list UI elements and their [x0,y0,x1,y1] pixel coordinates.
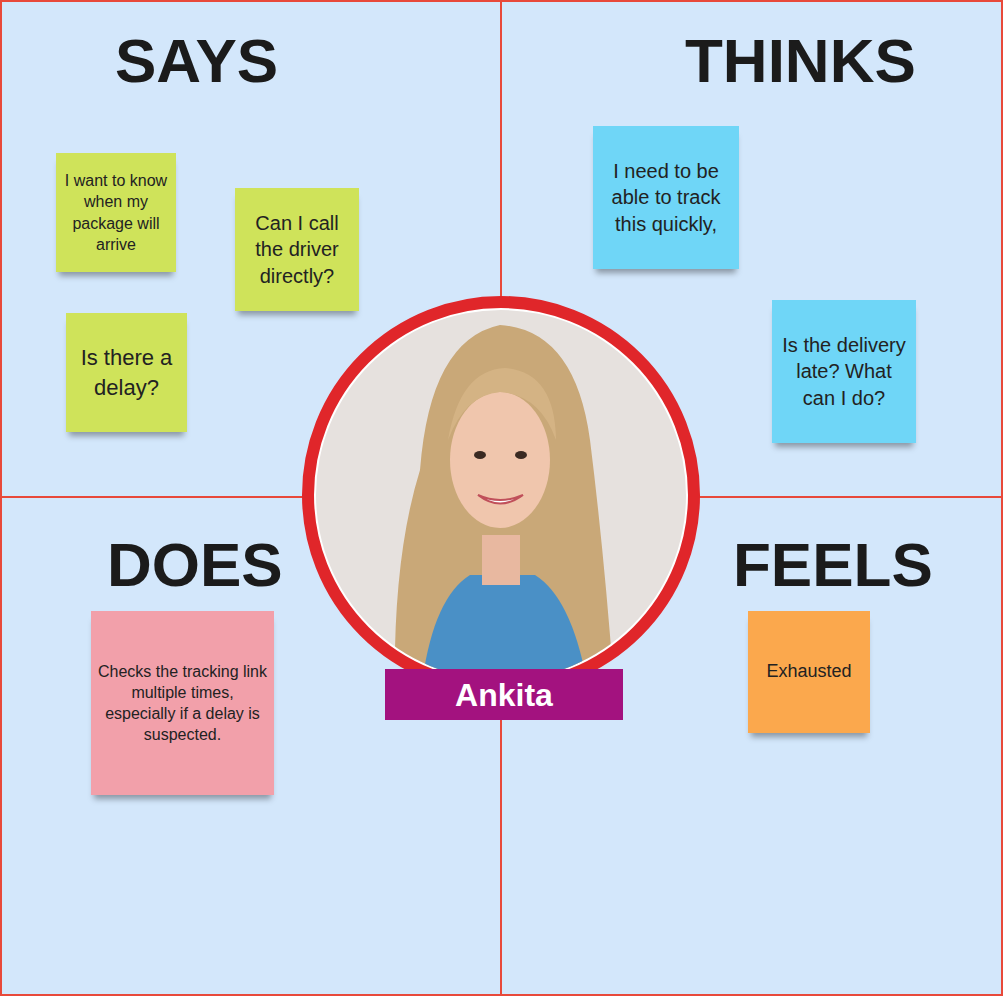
map-quadrant: THINKS I need to be able to track this qu… [501,0,1003,497]
quadrant-heading: SAYS [115,30,278,92]
portrait-photo [300,300,702,700]
note-text: Checks the tracking link multiple times,… [98,661,267,745]
note-text: Exhausted [766,660,851,684]
quadrant-heading: FEELS [733,534,933,596]
note-text: Is the delivery late? What can I do? [779,332,909,411]
sticky-note: Can I call the driver directly? [235,188,359,311]
map-quadrant: SAYS I want to know when my package will … [0,0,501,497]
note-text: Is there a delay? [73,343,180,401]
sticky-note: Exhausted [748,611,870,733]
quadrant-heading: DOES [107,534,283,596]
sticky-note: Is the delivery late? What can I do? [772,300,916,443]
note-text: I need to be able to track this quickly, [600,158,732,237]
note-text: Can I call the driver directly? [242,210,352,289]
name-badge: Ankita [385,669,623,720]
sticky-note: I want to know when my package will arri… [56,153,176,272]
person-name: Ankita [455,679,553,711]
note-text: I want to know when my package will arri… [63,170,169,254]
map-quadrant: FEELS Exhausted [501,497,1003,996]
quadrant-heading: THINKS [685,30,916,92]
sticky-note: I need to be able to track this quickly, [593,126,739,269]
sticky-note: Is there a delay? [66,313,187,432]
map-quadrant: DOES Checks the tracking link multiple ti… [0,497,501,996]
sticky-note: Checks the tracking link multiple times,… [91,611,274,795]
